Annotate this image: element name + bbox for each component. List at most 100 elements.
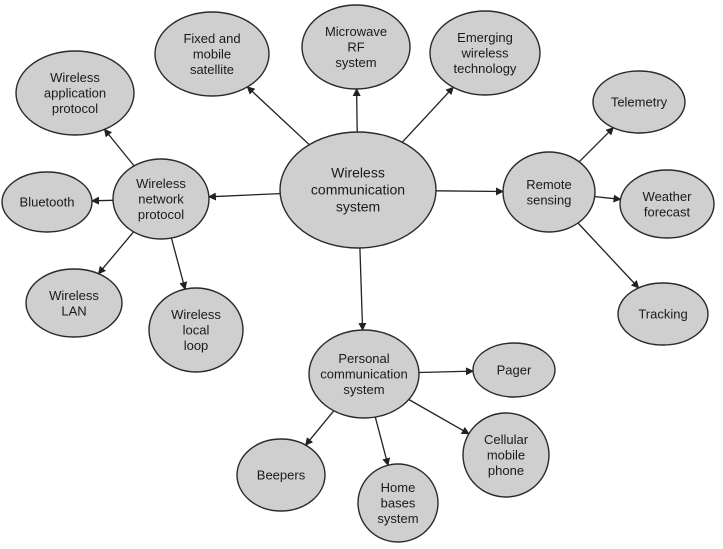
node-label-line: communication [320,367,407,382]
node-telemetry: Telemetry [592,70,686,134]
node-shape-wireless-lan [25,268,123,338]
node-shape-wireless-local-loop [148,287,244,373]
arrow-personal-communication-system-to-beepers [304,410,335,446]
node-label-line: network [138,192,184,207]
node-label-line: Wireless [331,165,385,181]
node-shape-wireless-communication-system [279,131,437,249]
node-beepers: Beepers [236,438,326,512]
node-label-line: protocol [52,101,98,116]
node-label-line: bases [381,496,416,511]
node-label-line: Remote [526,177,572,192]
node-label-telemetry: Telemetry [611,95,668,110]
node-shape-wireless-application-protocol [15,50,135,136]
node-label-line: Wireless [136,176,186,191]
node-label-line: LAN [61,303,86,318]
node-label-line: Personal [338,351,389,366]
node-label-line: Emerging [457,30,513,45]
node-label-line: loop [184,338,209,353]
node-label-line: Pager [497,363,532,378]
node-label-line: Beepers [257,468,306,483]
node-label-line: local [183,323,210,338]
arrow-wireless-network-protocol-to-wireless-local-loop [170,237,188,291]
node-label-line: system [343,382,384,397]
node-label-line: Fixed and [183,31,240,46]
edges-layer [91,86,640,467]
node-shape-microwave-rf-system [301,4,411,90]
node-label-line: system [336,199,380,215]
node-label-line: communication [311,182,405,198]
node-bluetooth: Bluetooth [1,171,93,233]
arrow-personal-communication-system-to-home-bases-system [374,416,391,467]
node-shape-remote-sensing [502,151,596,233]
arrow-wireless-communication-system-to-fixed-mobile-satellite [246,86,310,146]
arrow-wireless-communication-system-to-emerging-wireless-technology [401,86,454,143]
node-label-line: Bluetooth [20,195,75,210]
node-shape-emerging-wireless-technology [429,10,541,96]
node-shape-beepers [236,438,326,512]
node-label-pager: Pager [497,363,532,378]
arrow-remote-sensing-to-telemetry [578,126,615,163]
arrow-wireless-network-protocol-to-wireless-application-protocol [103,128,135,167]
node-shape-tracking [617,282,709,346]
node-label-line: Wireless [171,307,221,322]
arrow-remote-sensing-to-weather-forecast [594,194,622,203]
node-label-line: system [335,55,376,70]
arrow-remote-sensing-to-tracking [577,222,640,289]
node-shape-personal-communication-system [308,329,420,419]
node-label-line: system [377,511,418,526]
node-label-line: phone [488,463,524,478]
node-label-line: Wireless [49,288,99,303]
node-label-line: protocol [138,207,184,222]
node-shape-weather-forecast [619,169,715,239]
node-label-line: Wireless [50,70,100,85]
node-label-bluetooth: Bluetooth [20,195,75,210]
node-label-beepers: Beepers [257,468,306,483]
node-shape-home-bases-system [357,463,439,543]
arrow-wireless-communication-system-to-microwave-rf-system [352,88,361,133]
node-label-line: sensing [527,192,572,207]
node-label-line: wireless [461,46,509,61]
node-shape-wireless-network-protocol [112,158,210,240]
node-pager: Pager [472,342,556,398]
node-label-line: RF [347,40,364,55]
node-shape-bluetooth [1,171,93,233]
arrow-wireless-network-protocol-to-bluetooth [91,196,114,205]
arrow-wireless-communication-system-to-wireless-network-protocol [207,192,281,201]
arrow-wireless-network-protocol-to-wireless-lan [97,231,135,275]
node-label-line: Home [381,480,416,495]
node-label-line: forecast [644,204,691,219]
node-label-line: Telemetry [611,95,668,110]
node-shape-cellular-mobile-phone [462,412,550,498]
node-tracking: Tracking [617,282,709,346]
arrow-personal-communication-system-to-cellular-mobile-phone [408,398,470,435]
node-label-line: Tracking [638,307,687,322]
node-shape-telemetry [592,70,686,134]
node-label-line: Microwave [325,24,387,39]
